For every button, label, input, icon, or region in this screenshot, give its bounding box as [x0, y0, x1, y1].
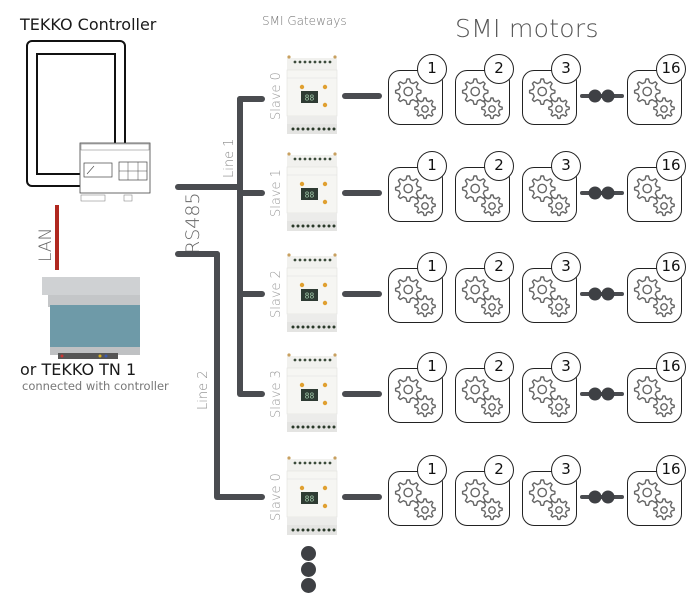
motor-bus-connector [342, 494, 382, 500]
line1-trunk [237, 96, 243, 396]
smi-gateway: 88 [285, 151, 339, 233]
smi-gateway: 88 [285, 352, 339, 434]
ellipsis-dot [301, 578, 316, 593]
gears-icon [390, 270, 442, 326]
gears-icon [524, 473, 576, 529]
branch-row-5 [214, 494, 265, 500]
line2-label: Line 2 [196, 370, 211, 411]
gears-icon [390, 370, 442, 426]
gears-icon [390, 473, 442, 529]
slave-label: Slave 2 [269, 270, 284, 318]
controller-device [26, 40, 151, 202]
lan-cable [55, 205, 59, 270]
line1-label: Line 1 [222, 138, 237, 179]
motor-number-badge: 2 [484, 455, 514, 485]
controller-title: TEKKO Controller [20, 15, 157, 34]
gears-icon [524, 72, 576, 128]
rs485-line1-feed [175, 184, 243, 190]
branch-row-4 [237, 391, 265, 397]
slave-label: Slave 0 [269, 473, 284, 521]
gears-icon [457, 270, 509, 326]
motor-number-badge: 1 [417, 352, 447, 382]
motor-number-badge: 16 [656, 252, 686, 282]
ellipsis-dot [301, 546, 316, 561]
motor-number-badge: 3 [551, 151, 581, 181]
svg-text:88: 88 [305, 94, 315, 103]
motor-number-badge: 16 [656, 54, 686, 84]
gears-icon [390, 72, 442, 128]
gears-icon [457, 473, 509, 529]
motor-bus-connector [342, 391, 382, 397]
tn1-device [42, 277, 140, 359]
gears-icon [629, 370, 681, 426]
slave-label: Slave 1 [269, 169, 284, 217]
motor-number-badge: 3 [551, 455, 581, 485]
gears-icon [390, 169, 442, 225]
smi-motor [522, 471, 577, 526]
motors-ellipsis-icon [580, 287, 624, 301]
motors-ellipsis-icon [580, 186, 624, 200]
svg-text:88: 88 [305, 392, 315, 401]
motor-bus-connector [342, 291, 382, 297]
rs485-line2-feed [175, 251, 220, 257]
gears-icon [457, 169, 509, 225]
motor-number-badge: 16 [656, 151, 686, 181]
motors-title: SMI motors [455, 14, 599, 43]
gears-icon [629, 169, 681, 225]
slave-label: Slave 0 [269, 72, 284, 120]
gears-icon [524, 270, 576, 326]
smi-motor [627, 471, 682, 526]
gateways-title: SMI Gateways [262, 14, 347, 28]
motor-number-badge: 16 [656, 352, 686, 382]
tn1-title: or TEKKO TN 1 [20, 360, 137, 379]
motor-number-badge: 1 [417, 54, 447, 84]
motor-number-badge: 3 [551, 54, 581, 84]
gears-icon [629, 72, 681, 128]
motor-number-badge: 2 [484, 252, 514, 282]
motor-number-badge: 2 [484, 151, 514, 181]
motor-number-badge: 3 [551, 352, 581, 382]
rs485-label: RS485 [182, 192, 204, 254]
smi-gateway: 88 [285, 252, 339, 334]
gears-icon [457, 370, 509, 426]
smi-gateway: 88 [285, 455, 339, 537]
controller-din-module [79, 142, 151, 202]
motor-number-badge: 16 [656, 455, 686, 485]
motor-bus-connector [342, 190, 382, 196]
gears-icon [629, 270, 681, 326]
svg-text:88: 88 [305, 495, 315, 504]
slave-label: Slave 3 [269, 370, 284, 418]
gears-icon [524, 370, 576, 426]
motors-ellipsis-icon [580, 89, 624, 103]
gears-icon [524, 169, 576, 225]
smi-motor [455, 368, 510, 423]
ellipsis-dot [301, 562, 316, 577]
more-gateways-ellipsis [301, 546, 316, 593]
motor-number-badge: 2 [484, 54, 514, 84]
line2-trunk [214, 251, 220, 499]
branch-row-3 [237, 291, 265, 297]
branch-row-2 [237, 190, 265, 196]
svg-text:88: 88 [305, 191, 315, 200]
branch-row-1 [237, 96, 265, 102]
motor-number-badge: 1 [417, 252, 447, 282]
motor-number-badge: 3 [551, 252, 581, 282]
svg-text:88: 88 [305, 292, 315, 301]
tn1-subtitle: connected with controller [22, 379, 169, 393]
motor-bus-connector [342, 93, 382, 99]
smi-gateway: 88 [285, 54, 339, 136]
gears-icon [457, 72, 509, 128]
gears-icon [629, 473, 681, 529]
motor-number-badge: 1 [417, 455, 447, 485]
motors-ellipsis-icon [580, 387, 624, 401]
smi-motor [627, 70, 682, 125]
motors-ellipsis-icon [580, 490, 624, 504]
motor-number-badge: 1 [417, 151, 447, 181]
motor-number-badge: 2 [484, 352, 514, 382]
lan-label: LAN [36, 227, 56, 262]
